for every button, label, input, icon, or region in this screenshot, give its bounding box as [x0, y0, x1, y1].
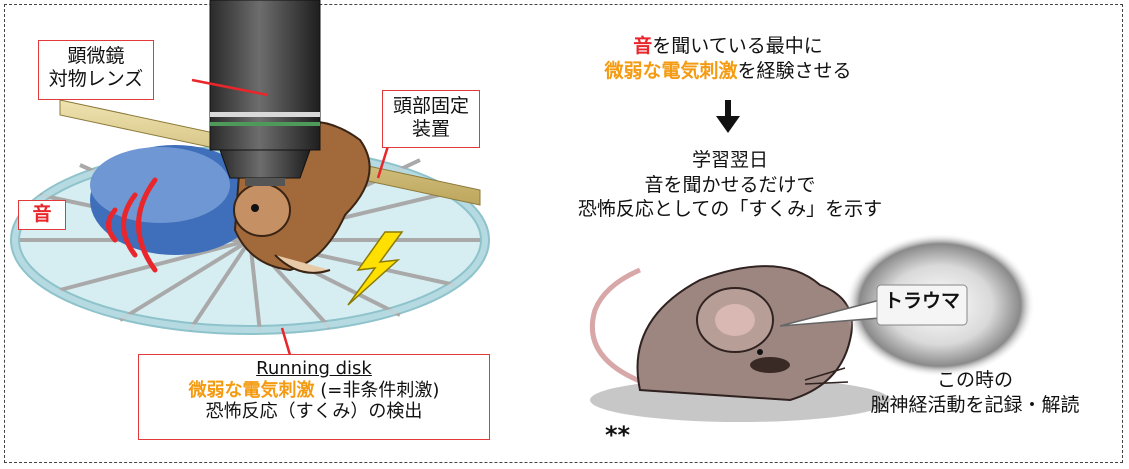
running-disk-label: Running disk 微弱な電気刺激 (=非条件刺激) 恐怖反応（すくみ）の… [138, 354, 490, 440]
microscope-label: 顕微鏡 対物レンズ [38, 40, 154, 100]
head-fixation-label: 頭部固定 装置 [382, 90, 480, 148]
thought-text: トラウマ [877, 289, 967, 314]
recording-caption: この時の 脳神経活動を記録・解読 [850, 368, 1100, 417]
down-arrow-icon [716, 100, 740, 133]
step1-text: 音を聞いている最中に 微弱な電気刺激を経験させる [578, 34, 878, 83]
asterisks: ** [605, 420, 630, 451]
objective-lens [210, 0, 320, 186]
step2-text: 学習翌日 音を聞かせるだけで 恐怖反応としての「すくみ」を示す [560, 148, 900, 222]
mouse-freezing [590, 266, 890, 422]
sound-label: 音 [18, 200, 66, 230]
